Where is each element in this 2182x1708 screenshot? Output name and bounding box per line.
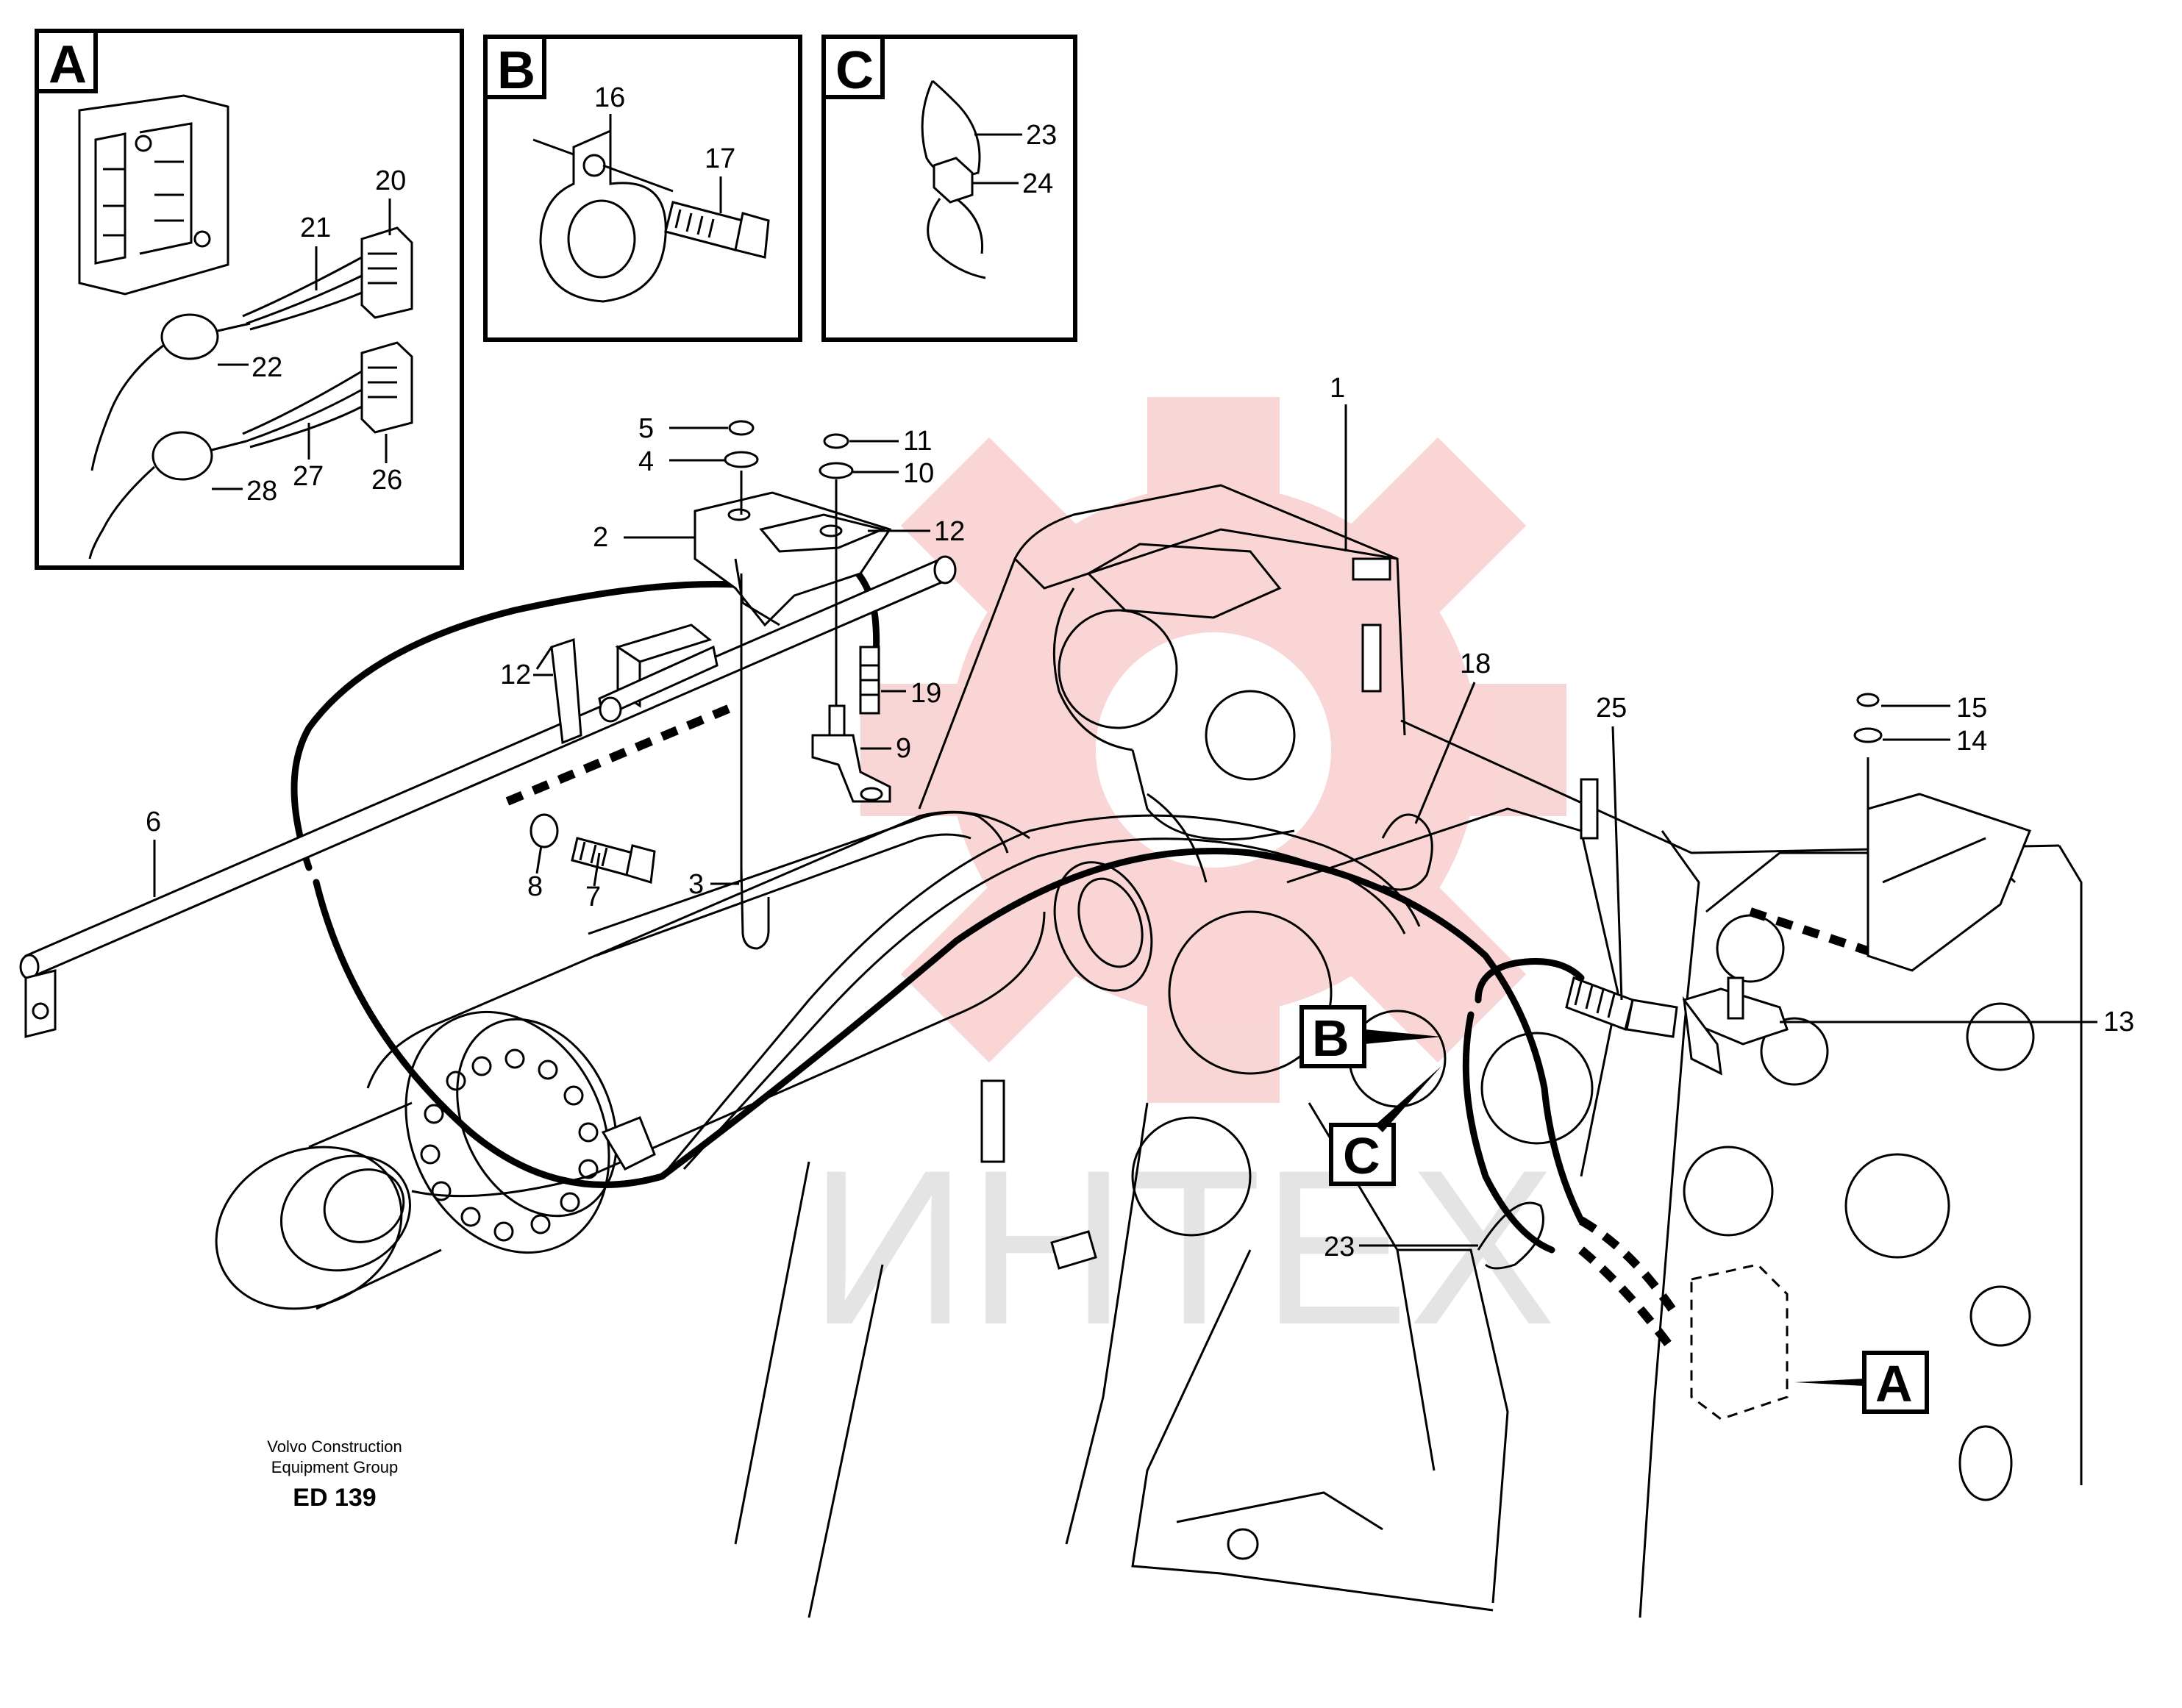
plug-lower (88, 341, 413, 560)
hook-3 (740, 867, 770, 950)
section-marker-b: B (1312, 1010, 1350, 1067)
part-callouts: 1 2 3 4 5 6 7 8 9 10 11 12 12 13 14 15 1 (146, 373, 2134, 1270)
callout-10: 10 (903, 458, 934, 489)
drawing-code: ED 139 (293, 1484, 376, 1512)
callout-8: 8 (527, 871, 543, 902)
watermark: ИНТЕХ (809, 397, 1566, 1371)
sensor-25 (1565, 976, 1678, 1038)
cylinder-bolt-ring (420, 1048, 599, 1242)
callout-23-main: 23 (1324, 1232, 1355, 1262)
credit-line-1: Volvo Construction (267, 1437, 402, 1456)
bracket-13 (1682, 976, 1789, 1076)
cover-14-15 (1853, 693, 2031, 972)
section-markers: B C A (1299, 1005, 1929, 1421)
callout-2: 2 (593, 522, 608, 553)
callout-26: 26 (371, 465, 402, 496)
callout-22: 22 (252, 352, 282, 383)
callout-20: 20 (375, 165, 406, 196)
bracket-2 (694, 491, 892, 627)
callout-7: 7 (585, 882, 601, 912)
callout-27: 27 (293, 461, 324, 492)
callout-19: 19 (910, 678, 941, 709)
connector-housing (78, 94, 229, 296)
bolt-7 (530, 813, 656, 884)
p-clamp (539, 129, 667, 303)
detail-box-c-label: C (835, 41, 874, 100)
callout-3: 3 (688, 869, 704, 900)
callout-1: 1 (1330, 373, 1345, 404)
callout-4: 4 (638, 446, 654, 477)
clip-12 (535, 623, 719, 745)
callout-15: 15 (1956, 693, 1987, 723)
hardware-stack-left (724, 420, 759, 882)
bolt-17 (664, 201, 770, 259)
credit-line-2: Equipment Group (271, 1458, 398, 1476)
callout-14: 14 (1956, 726, 1987, 757)
mounting-rod-6 (19, 555, 957, 1038)
cable-tie (921, 79, 986, 279)
section-marker-a: A (1875, 1355, 1913, 1412)
callout-17: 17 (705, 143, 735, 174)
callout-18: 18 (1460, 648, 1491, 679)
callout-24: 24 (1022, 168, 1053, 199)
callout-21: 21 (300, 212, 331, 243)
detail-box-c: C 23 24 (821, 35, 1077, 342)
hydraulic-cylinder (215, 810, 1421, 1310)
plug-upper (90, 226, 413, 471)
watermark-gear-icon (860, 397, 1566, 1103)
section-marker-c: C (1343, 1127, 1380, 1184)
bracket-9 (811, 704, 891, 803)
detail-box-b-label: B (497, 41, 535, 100)
callout-12-top: 12 (934, 516, 965, 547)
callout-23-detail: 23 (1026, 120, 1057, 151)
spacer-19 (859, 646, 880, 715)
detail-box-b: B 16 17 (483, 35, 802, 342)
callout-12-left: 12 (500, 660, 531, 690)
detail-box-a-label: A (49, 35, 87, 94)
hardware-stack-right (819, 433, 854, 706)
credit-block: Volvo Construction Equipment Group ED 13… (267, 1437, 402, 1512)
callout-9: 9 (896, 733, 911, 764)
watermark-text: ИНТЕХ (809, 1123, 1556, 1371)
callout-13: 13 (2103, 1007, 2134, 1037)
callout-16: 16 (594, 82, 625, 113)
callout-11: 11 (903, 426, 932, 457)
callout-28: 28 (246, 476, 277, 507)
callout-6: 6 (146, 807, 161, 837)
callout-25: 25 (1596, 693, 1627, 723)
detail-box-a: A 20 21 (35, 29, 464, 570)
callout-5: 5 (638, 413, 654, 444)
